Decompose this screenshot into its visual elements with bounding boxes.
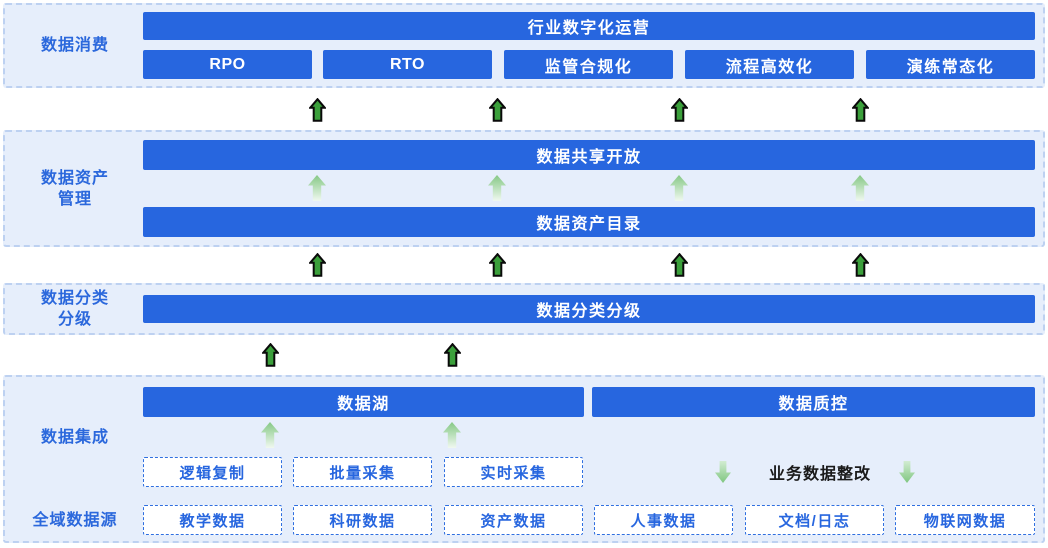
panel-label-consume: 数据消费	[40, 37, 109, 54]
bar-rpo: RPO	[143, 50, 312, 79]
dark-green-up-arrow-icon	[489, 98, 506, 122]
dark-green-up-arrow-icon	[309, 98, 326, 122]
box-doc-log-data: 文档/日志	[745, 505, 884, 535]
bar-data-sharing-open: 数据共享开放	[143, 140, 1035, 170]
panel-label-asset-management: 数据资产 管理	[40, 169, 109, 208]
bar-drill-normalization: 演练常态化	[866, 50, 1035, 79]
box-realtime-collection: 实时采集	[444, 457, 583, 487]
panel-data-integration: 数据集成 全域数据源 数据湖 数据质控 逻辑复制 批量采集 实时采集 业务数据整…	[3, 375, 1045, 543]
box-asset-data: 资产数据	[444, 505, 583, 535]
light-green-up-arrow-icon	[670, 175, 688, 201]
box-research-data: 科研数据	[293, 505, 432, 535]
dark-green-up-arrow-icon	[671, 98, 688, 122]
bar-industry-digital-operation: 行业数字化运营	[143, 12, 1035, 40]
panel-data-classification: 数据分类 分级 数据分类分级	[3, 283, 1045, 335]
dark-green-up-arrow-icon	[444, 343, 461, 367]
dark-green-up-arrow-icon	[671, 253, 688, 277]
light-green-up-arrow-icon	[851, 175, 869, 201]
light-green-down-arrow-icon	[899, 461, 915, 483]
box-batch-collection: 批量采集	[293, 457, 432, 487]
label-business-data-rectification: 业务数据整改	[768, 466, 871, 483]
box-teaching-data: 教学数据	[143, 505, 282, 535]
light-green-down-arrow-icon	[715, 461, 731, 483]
light-green-up-arrow-icon	[308, 175, 326, 201]
dark-green-up-arrow-icon	[489, 253, 506, 277]
dark-green-up-arrow-icon	[852, 253, 869, 277]
panel-label-integration: 数据集成	[40, 428, 109, 446]
bar-regulatory-compliance: 监管合规化	[504, 50, 673, 79]
box-hr-data: 人事数据	[594, 505, 733, 535]
dark-green-up-arrow-icon	[852, 98, 869, 122]
bar-rto: RTO	[323, 50, 492, 79]
panel-data-asset-management: 数据资产 管理 数据共享开放 数据资产目录	[3, 130, 1045, 247]
dark-green-up-arrow-icon	[309, 253, 326, 277]
light-green-up-arrow-icon	[261, 422, 279, 448]
dark-green-up-arrow-icon	[262, 343, 279, 367]
panel-label-source: 全域数据源	[32, 511, 118, 529]
bar-data-asset-catalog: 数据资产目录	[143, 207, 1035, 237]
bar-data-lake: 数据湖	[143, 387, 584, 417]
light-green-up-arrow-icon	[488, 175, 506, 201]
light-green-up-arrow-icon	[443, 422, 461, 448]
panel-data-consume: 数据消费 行业数字化运营 RPO RTO 监管合规化 流程高效化 演练常态化	[3, 3, 1045, 88]
box-logical-replication: 逻辑复制	[143, 457, 282, 487]
bar-data-quality-control: 数据质控	[592, 387, 1035, 417]
bar-data-classification-grading: 数据分类分级	[143, 295, 1035, 323]
panel-label-classification: 数据分类 分级	[40, 290, 109, 328]
bar-process-efficiency: 流程高效化	[685, 50, 854, 79]
box-iot-data: 物联网数据	[895, 505, 1035, 535]
